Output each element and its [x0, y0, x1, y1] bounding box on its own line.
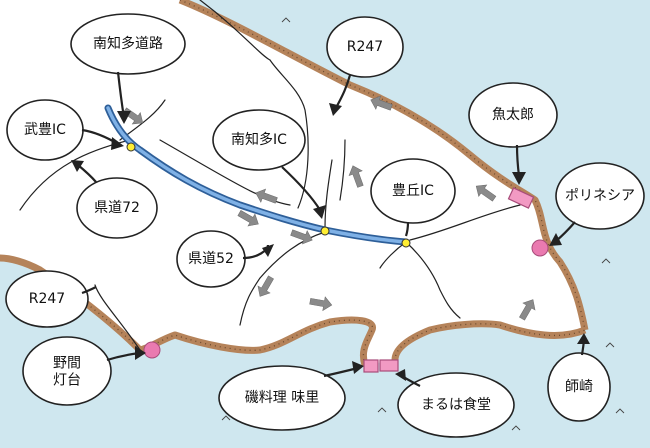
arrowhead-icon: [549, 233, 562, 246]
arrow-icon: [475, 184, 497, 202]
wave-icon: [281, 17, 291, 23]
road-diagonal-north: [159, 139, 291, 206]
coast-texture: [39, 0, 586, 366]
road-r247-north: [199, 0, 271, 61]
poi-marker-noma-icon[interactable]: [143, 341, 161, 359]
arrowhead-icon: [135, 346, 146, 360]
label-bubble: [370, 158, 456, 224]
label-uotaro: 魚太郎: [468, 82, 558, 185]
wave-icon: [615, 408, 625, 414]
label-text: 師崎: [565, 379, 593, 395]
road-vertical: [324, 159, 333, 229]
label-text: 南知多道路: [93, 35, 163, 52]
label-text: R247: [347, 39, 383, 55]
label-text: 魚太郎: [492, 107, 534, 123]
label-bubble: [5, 270, 89, 328]
label-bubble: [555, 162, 645, 230]
road-toyooka: [405, 241, 461, 319]
direction-arrows: [122, 95, 536, 321]
label-nanchita-road: 南知多道路: [70, 13, 186, 124]
arrowhead-icon: [577, 333, 590, 344]
label-text: R247: [29, 291, 65, 307]
coast-south: [391, 320, 587, 361]
ic-dot-minamichita-icon[interactable]: [320, 226, 330, 236]
arrowhead-icon: [512, 172, 526, 185]
arrowhead-icon: [262, 244, 274, 257]
arrow-icon: [290, 229, 313, 245]
road-central-north: [269, 59, 309, 209]
arrowhead-icon: [313, 205, 326, 219]
label-text: 野間灯台: [53, 356, 81, 389]
label-text: 豊丘IC: [392, 183, 434, 199]
label-minamichita-ic: 南知多IC: [212, 109, 326, 219]
label-bubble: [76, 177, 158, 239]
label-kendo52: 県道52: [176, 230, 274, 288]
label-bubble: [468, 82, 558, 148]
arrowhead-icon: [71, 160, 84, 172]
label-pointer: [81, 286, 97, 295]
wave-icon: [221, 415, 231, 421]
poi-marker-misato-icon[interactable]: [363, 359, 379, 373]
label-shiozaki: 師崎: [547, 333, 611, 422]
wave-icon: [601, 258, 611, 264]
label-bubble: [70, 13, 186, 75]
label-text: まるは食堂: [421, 396, 491, 413]
wave-icon: [377, 407, 387, 413]
label-noma-lighthouse: 野間灯台: [22, 336, 146, 406]
arrowhead-icon: [111, 137, 124, 150]
arrowhead-icon: [352, 361, 364, 374]
poi-marker-marutama-icon[interactable]: [379, 359, 399, 372]
ic-dot-taketoyo-icon[interactable]: [126, 142, 136, 152]
poi-marker-porinesia-icon[interactable]: [531, 239, 549, 257]
label-bubble: [547, 352, 611, 422]
label-bubble: [218, 365, 346, 431]
label-r247-west: R247: [5, 270, 97, 328]
ic-dot-toyooka-icon[interactable]: [401, 238, 411, 248]
arrow-icon: [309, 296, 333, 312]
arrowhead-icon: [395, 369, 406, 381]
arrowhead-icon: [117, 111, 131, 124]
label-text: 県道52: [188, 251, 234, 267]
arrow-icon: [370, 95, 393, 111]
label-porinesia: ポリネシア: [549, 162, 645, 246]
coast-bay: [139, 316, 376, 367]
poi-marker-uotaro-icon[interactable]: [507, 187, 535, 209]
label-isoryori-misato: 磯料理 味里: [218, 361, 364, 431]
arrow-icon: [255, 188, 278, 204]
arrowhead-icon: [329, 103, 342, 116]
label-text: 南知多IC: [231, 131, 287, 148]
label-text: 県道72: [94, 200, 140, 216]
label-pointer: [404, 221, 410, 237]
road-r247-west: [94, 284, 141, 351]
label-bubble: [397, 372, 515, 438]
arrow-icon: [348, 165, 364, 188]
label-toyooka-ic: 豊丘IC: [370, 158, 456, 237]
label-text: 武豊IC: [24, 122, 66, 138]
label-r247-north: R247: [326, 16, 404, 116]
road-east-north: [339, 139, 346, 201]
wave-icon: [605, 342, 615, 348]
wave-icon: [511, 425, 521, 431]
arrow-icon: [237, 210, 259, 227]
label-bubble: [212, 109, 306, 171]
interchange-dots: [126, 142, 411, 248]
label-bubble: [22, 336, 112, 406]
land-mass: [0, 0, 585, 365]
arrow-icon: [519, 299, 536, 321]
local-roads: [19, 0, 521, 351]
road-east: [409, 204, 521, 241]
label-marutama-shokudo: まるは食堂: [395, 369, 515, 438]
label-bubble: [326, 16, 404, 78]
label-pointer: [281, 166, 321, 211]
label-kendo72-north: 県道72: [71, 160, 158, 239]
label-taketoyo-ic: 武豊IC: [6, 99, 124, 161]
label-text: ポリネシア: [565, 188, 635, 204]
arrow-icon: [257, 275, 274, 297]
poi-markers: [143, 187, 549, 373]
label-text: 磯料理 味里: [245, 390, 319, 406]
